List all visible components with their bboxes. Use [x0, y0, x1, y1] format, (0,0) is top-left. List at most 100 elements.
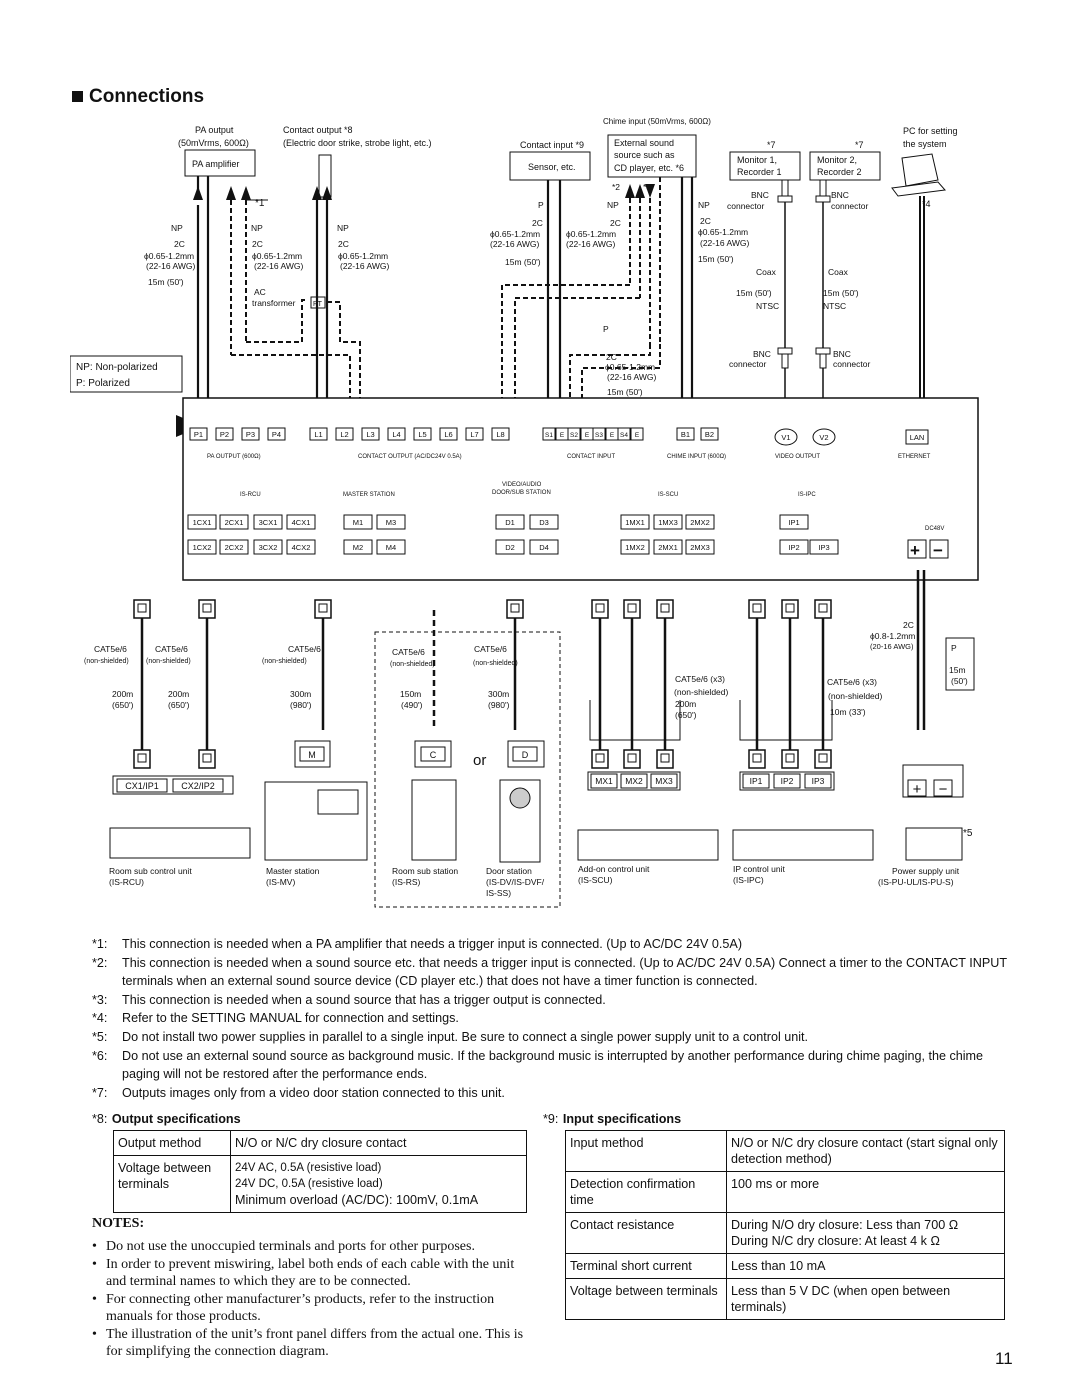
port-1mx2: 1MX2: [625, 543, 645, 552]
group-pa: PA OUTPUT (600Ω): [207, 454, 261, 460]
group-video: VIDEO OUTPUT: [775, 454, 820, 460]
rj45-plug-icon: [656, 749, 674, 769]
terminal-p2-box: [215, 427, 234, 441]
rcu-port-1: CX2/IP2: [181, 781, 215, 791]
bnc-bottom1: BNC: [753, 349, 771, 359]
port-group-scu: IS-SCU: [658, 492, 678, 498]
star4: *4: [922, 199, 931, 209]
port-d1: D1: [505, 518, 515, 527]
terminal-contact-in: S2: [570, 432, 578, 439]
port-group-master: MASTER STATION: [343, 492, 395, 498]
footnote-mark: *7:: [92, 1085, 108, 1100]
np-label-contact: NP: [337, 223, 349, 233]
ipc-port-0: IP1: [750, 776, 763, 786]
len-5b: (980'): [488, 700, 510, 710]
table-cell: Detection confirmation time: [565, 1171, 727, 1213]
terminal-l1: L1: [314, 430, 322, 439]
trigger-wire-mm: ϕ0.65-1.2mm: [252, 251, 302, 261]
contact-resistance-no: During N/O dry closure: Less than 700 Ω: [731, 1218, 959, 1232]
port-2cx1: 2CX1: [225, 518, 244, 527]
len-4: 150m: [400, 689, 421, 699]
terminal-lan: LAN: [910, 433, 925, 442]
port-group-rcu: IS-RCU: [240, 492, 261, 498]
ns-ipc: (non-shielded): [828, 691, 883, 701]
np-label-pa: NP: [171, 223, 183, 233]
terminal-contact-in: E: [610, 432, 615, 439]
output-voltage-dc: 24V DC, 0.5A (resistive load): [235, 1178, 383, 1190]
monitor2-line2: Recorder 2: [817, 167, 862, 177]
ext-awg: (22-16 AWG): [566, 239, 615, 249]
rj45-plug-icon: [506, 599, 524, 619]
page-number: 11: [995, 1349, 1013, 1368]
input-spec-heading: *9: Input specifications: [543, 1110, 681, 1128]
svg-text:*1: *1: [255, 198, 265, 209]
footnote-item: *4:Refer to the SETTING MANUAL for conne…: [92, 1009, 1022, 1028]
port-m3: M3: [386, 518, 396, 527]
heading-text: Connections: [89, 86, 205, 107]
section-heading: Connections: [72, 86, 204, 108]
psu-plus: +: [913, 781, 922, 798]
master-station-icon: [264, 781, 368, 861]
port-m1: M1: [353, 518, 363, 527]
transformer-label: transformer: [252, 298, 296, 308]
pw-2c: 2C: [903, 620, 914, 630]
port-4cx2: 4CX2: [292, 543, 311, 552]
footnote-mark: *4:: [92, 1011, 108, 1026]
port-m2: M2: [353, 543, 363, 552]
monitor2-box: [809, 151, 881, 181]
pc-line2: the system: [903, 139, 947, 149]
pw-p: P: [951, 643, 957, 653]
bnc-top1: BNC: [751, 190, 769, 200]
pa-output-label: PA output: [195, 125, 234, 135]
port-1cx2: 1CX2: [193, 543, 212, 552]
port-m4: M4: [386, 543, 396, 552]
footnote-mark: *3:: [92, 992, 108, 1007]
terminal-l7: L7: [470, 430, 478, 439]
bullet-icon: •: [92, 1292, 97, 1307]
terminal-l7-box: [465, 427, 484, 441]
door-strike-icon: [318, 154, 332, 198]
bnc-bottom2: BNC: [833, 349, 851, 359]
note-item: •Do not use the unoccupied terminals and…: [92, 1238, 532, 1255]
connector-top1: connector: [727, 201, 764, 211]
rs-model: (IS-RS): [392, 877, 421, 887]
terminal-contact-in: S1: [545, 432, 553, 439]
terminal-l2-box: [335, 427, 354, 441]
footnote-mark: *1:: [92, 937, 108, 951]
group-chime: CHIME INPUT (600Ω): [667, 454, 726, 460]
note-item: •For connecting other manufacturer’s pro…: [92, 1291, 532, 1325]
len-1b: (650'): [112, 700, 134, 710]
video-len1: 15m (50'): [736, 288, 772, 298]
table-row: Output method N/O or N/C dry closure con…: [113, 1130, 527, 1156]
scu-port-0: MX1: [595, 776, 613, 786]
pa-wire-mm: ϕ0.65-1.2mm: [144, 251, 194, 261]
rj45-plug-icon: [591, 749, 609, 769]
contact-output-label: Contact output *8: [283, 125, 353, 135]
laptop-icon: [891, 153, 946, 197]
rcu-device-icon: [109, 827, 251, 859]
bullet-icon: •: [92, 1239, 97, 1254]
footnote-text: This connection is needed when a PA ampl…: [122, 937, 743, 951]
port-4cx1: 4CX1: [292, 518, 311, 527]
terminal-p4: P4: [272, 430, 281, 439]
dc48v-label: DC48V: [925, 526, 944, 532]
terminal-l5-box: [413, 427, 432, 441]
footnote-item: *2:This connection is needed when a soun…: [92, 954, 1022, 991]
terminal-box: [592, 427, 606, 441]
rj45-plug-icon: [623, 749, 641, 769]
external-sound-line3: CD player, etc. *6: [614, 163, 684, 173]
trigger-out-awg: (22-16 AWG): [607, 372, 656, 382]
terminal-p3: P3: [246, 430, 255, 439]
len-1: 200m: [112, 689, 133, 699]
add-on-control-unit-icon: [577, 829, 719, 861]
len-3: 300m: [290, 689, 311, 699]
chime-len: 15m (50'): [698, 254, 734, 264]
terminal-box: [617, 427, 631, 441]
ipc-name: IP control unit: [733, 864, 785, 874]
pa-2c: 2C: [174, 239, 185, 249]
ipc-model: (IS-IPC): [733, 875, 764, 885]
pw-50: (50'): [951, 676, 968, 686]
sensor-label: Sensor, etc.: [528, 162, 576, 172]
